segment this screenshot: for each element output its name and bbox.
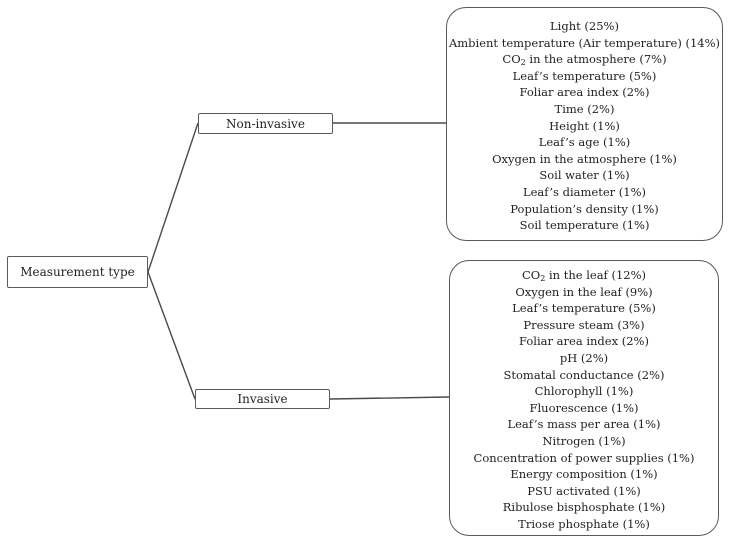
factor-item: Stomatal conductance (2%): [503, 367, 665, 382]
factor-item: Population’s density (1%): [510, 201, 659, 216]
factor-item: Foliar area index (2%): [519, 334, 649, 349]
factor-item: CO2 in the atmosphere (7%): [447, 51, 722, 68]
invasive-factors-box: CO2 in the leaf (12%)Oxygen in the leaf …: [449, 260, 719, 536]
factor-item: Oxygen in the atmosphere (1%): [492, 151, 677, 166]
factor-item: pH (2%): [559, 350, 609, 365]
factor-text-post: in the atmosphere (7%): [525, 52, 667, 67]
branch-noninvasive: Non-invasive: [198, 113, 333, 134]
factor-item: PSU activated (1%): [527, 483, 641, 498]
factor-item: Light (25%): [550, 19, 619, 33]
factor-text-pre: CO: [522, 268, 541, 282]
factor-text-pre: CO: [502, 52, 521, 67]
factor-item: Leaf’s temperature (5%): [512, 301, 656, 316]
factor-item: Leaf’s diameter (1%): [522, 184, 647, 199]
branch-invasive-label: Invasive: [237, 392, 288, 406]
factor-item: Leaf’s age (1%): [538, 135, 631, 150]
subscript: 2: [540, 274, 546, 283]
connector-root-to-invasive: [147, 271, 196, 400]
branch-noninvasive-label: Non-invasive: [226, 116, 305, 131]
factor-item: Time (2%): [554, 101, 615, 116]
factor-item: Energy composition (1%): [510, 467, 658, 482]
factor-item: Soil water (1%): [539, 168, 630, 183]
branch-invasive: Invasive: [195, 389, 330, 409]
factor-item: Triose phosphate (1%): [518, 516, 650, 531]
factor-item: Leaf’s mass per area (1%): [507, 417, 661, 432]
factor-item: Height (1%): [549, 118, 620, 133]
subscript: 2: [520, 58, 526, 68]
connector-root-to-noninvasive: [147, 122, 199, 273]
factor-item: Oxygen in the leaf (9%): [515, 284, 653, 299]
factor-item: Ambient temperature (Air temperature) (1…: [448, 35, 721, 50]
factor-item: Chlorophyll (1%): [534, 384, 634, 399]
factor-text-post: in the leaf (12%): [545, 268, 646, 282]
factor-item: Nitrogen (1%): [542, 433, 626, 448]
root-node: Measurement type: [7, 256, 148, 288]
factor-item: Leaf’s temperature (5%): [512, 68, 657, 83]
factor-item: Ribulose bisphosphate (1%): [502, 500, 666, 515]
factor-item: CO2 in the leaf (12%): [450, 267, 718, 284]
factor-item: Fluorescence (1%): [529, 400, 639, 415]
connector-invasive-to-box: [329, 396, 450, 400]
factor-item: Foliar area index (2%): [519, 85, 650, 100]
noninvasive-factors-box: Light (25%) Ambient temperature (Air temp…: [446, 7, 723, 241]
root-label: Measurement type: [20, 265, 135, 279]
factor-item: Soil temperature (1%): [519, 218, 650, 233]
factor-item: Concentration of power supplies (1%): [473, 450, 695, 465]
factor-item: Pressure steam (3%): [523, 317, 645, 332]
